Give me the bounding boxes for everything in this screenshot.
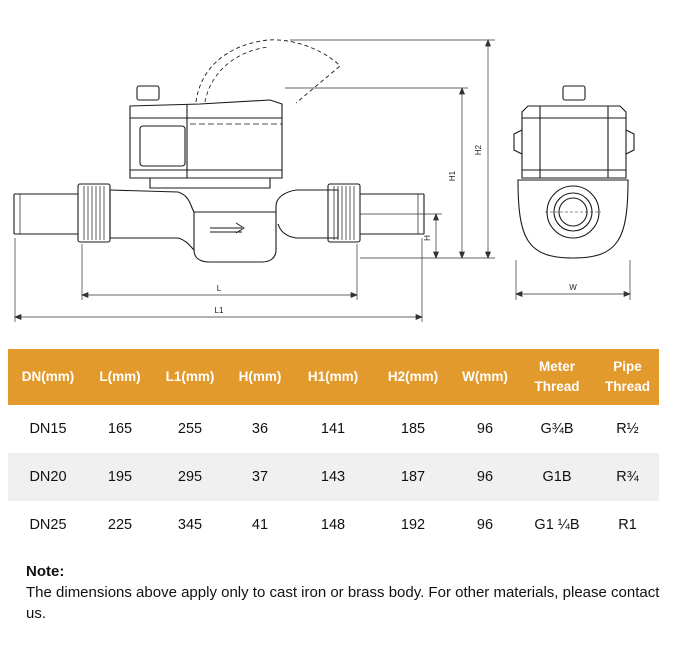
- dim-label-L: L: [217, 284, 222, 293]
- dim-label-L1: L1: [215, 306, 224, 315]
- dim-label-H1: H1: [448, 170, 457, 181]
- cell-pipe-thread: R½: [616, 421, 639, 437]
- cell-meter-thread: G1 ¼B: [534, 517, 580, 533]
- cell-h: 36: [251, 421, 269, 437]
- note-section: Note: The dimensions above apply only to…: [26, 561, 666, 624]
- header-h: H(mm): [228, 349, 292, 405]
- cell-h2: 192: [400, 517, 426, 533]
- table-header-row: DN(mm) L(mm) L1(mm) H(mm) H1(mm) H2(mm) …: [8, 349, 659, 405]
- cell-dn: DN25: [29, 517, 67, 533]
- header-dn: DN(mm): [8, 349, 88, 405]
- note-title: Note:: [26, 563, 65, 580]
- cell-h1: 143: [292, 453, 374, 501]
- table-row: DN15 165 255 36 141 185 96 G¾B R½: [8, 405, 659, 453]
- cell-dn: DN15: [29, 421, 67, 437]
- header-l1: L1(mm): [152, 349, 228, 405]
- spec-table: DN(mm) L(mm) L1(mm) H(mm) H1(mm) H2(mm) …: [8, 349, 659, 549]
- dim-label-H2: H2: [474, 144, 483, 155]
- cell-dn: DN20: [8, 453, 88, 501]
- cell-h2: 187: [374, 453, 452, 501]
- header-h1: H1(mm): [292, 349, 374, 405]
- cell-h: 41: [251, 517, 269, 533]
- cell-l1: 295: [152, 453, 228, 501]
- header-meter-thread: Meter Thread: [518, 349, 596, 405]
- cell-w: 96: [476, 421, 494, 437]
- cell-l: 195: [88, 453, 152, 501]
- table-row: DN25 225 345 41 148 192 96 G1 ¼B R1: [8, 501, 659, 549]
- dim-label-W: W: [569, 283, 577, 292]
- cell-meter-thread: G1B: [518, 453, 596, 501]
- cell-w: 96: [476, 517, 494, 533]
- cell-l: 225: [107, 517, 133, 533]
- cell-l: 165: [107, 421, 133, 437]
- cell-l1: 255: [177, 421, 203, 437]
- dimension-labels: L L1 H H1 H2 W: [215, 144, 578, 315]
- note-text: The dimensions above apply only to cast …: [26, 584, 660, 622]
- cell-h1: 141: [320, 421, 346, 437]
- table-row: DN20 195 295 37 143 187 96 G1B R¾: [8, 453, 659, 501]
- cell-pipe-thread: R¾: [596, 453, 659, 501]
- front-view-meter: [513, 85, 635, 259]
- header-l: L(mm): [88, 349, 152, 405]
- technical-drawing: L L1 H H1 H2 W: [13, 39, 635, 322]
- cell-pipe-thread: R1: [618, 517, 637, 533]
- cell-l1: 345: [177, 517, 203, 533]
- side-view-meter: [13, 39, 425, 263]
- cell-meter-thread: G¾B: [540, 421, 574, 437]
- cell-w: 96: [452, 453, 518, 501]
- cell-h2: 185: [400, 421, 426, 437]
- header-h2: H2(mm): [374, 349, 452, 405]
- cell-h1: 148: [320, 517, 346, 533]
- dimension-lines: [14, 39, 631, 322]
- cell-h: 37: [228, 453, 292, 501]
- dim-label-H: H: [423, 235, 432, 241]
- header-w: W(mm): [452, 349, 518, 405]
- header-pipe-thread: Pipe Thread: [596, 349, 659, 405]
